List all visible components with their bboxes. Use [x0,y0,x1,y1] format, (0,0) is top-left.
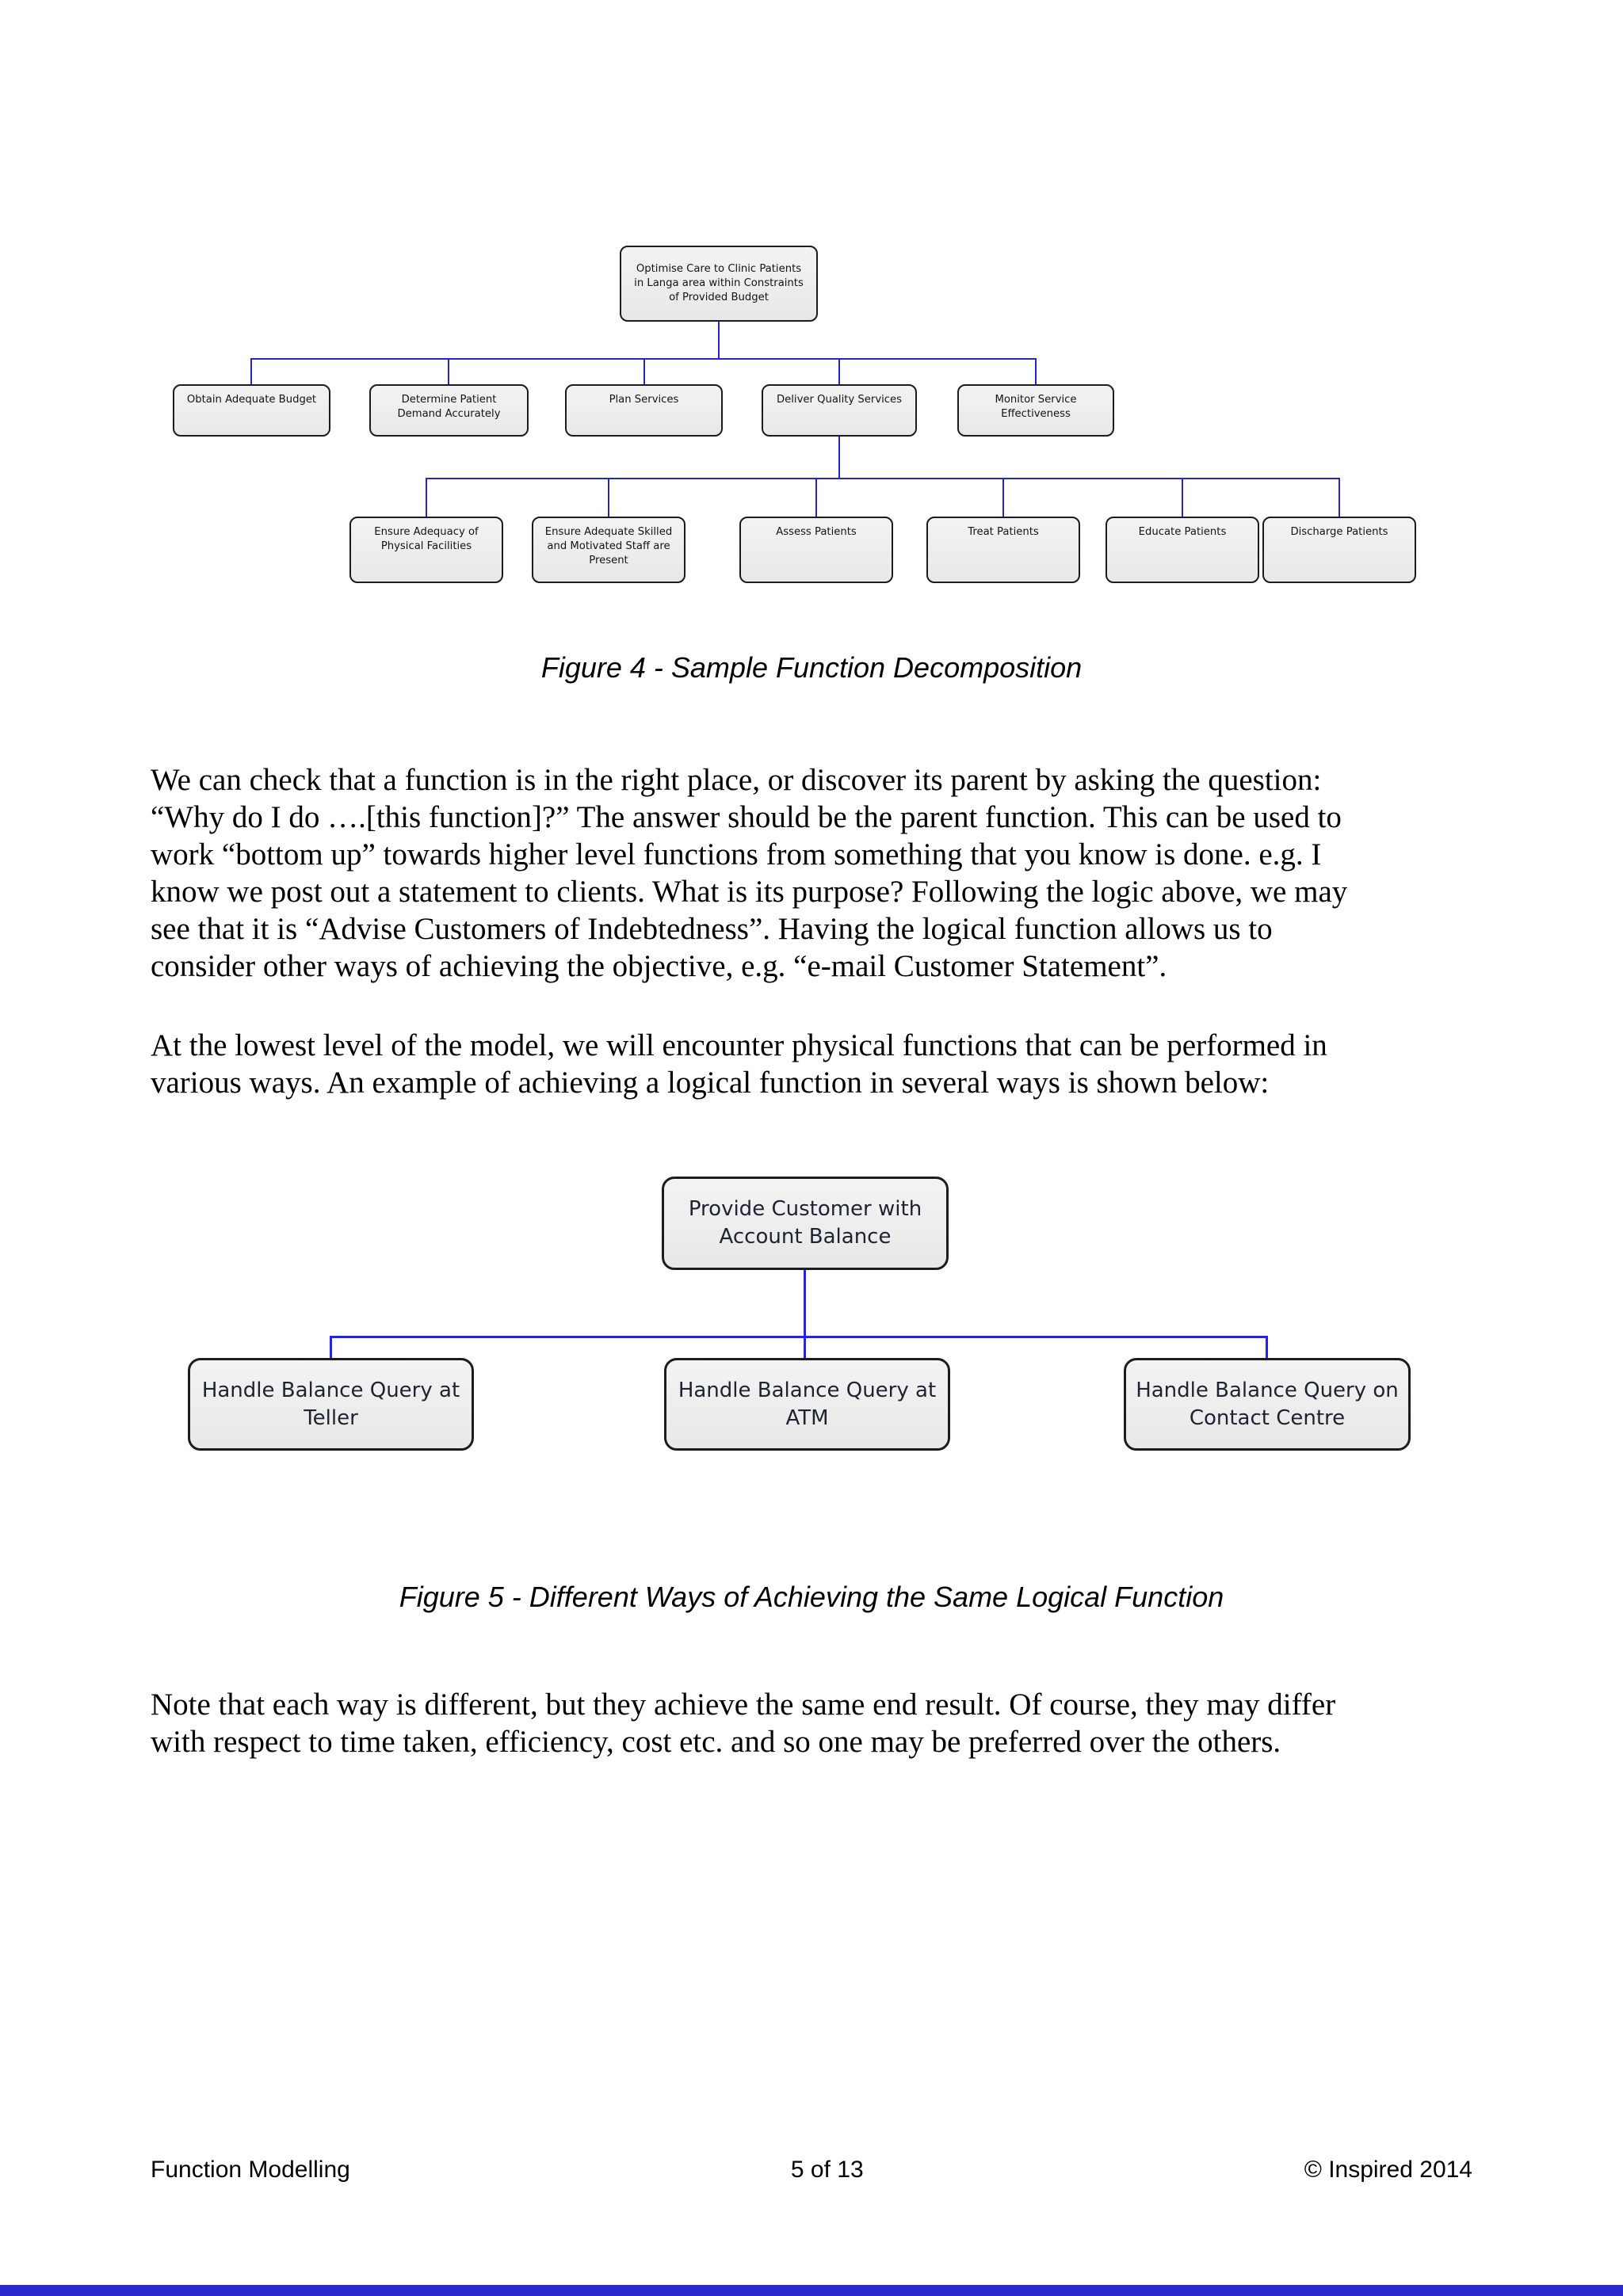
node-label: Determine Patient Demand Accurately [397,394,501,420]
connector-line [330,1336,1268,1338]
node-label: Ensure Adequate Skilled and Motivated St… [544,526,673,566]
fig5-node-root: Provide Customer with Account Balance [662,1177,949,1270]
connector-line [1266,1336,1268,1358]
footer-page-number: 5 of 13 [790,2157,864,2183]
connector-line [838,437,840,478]
node-label: Provide Customer with Account Balance [688,1197,922,1249]
text-line: see that it is “Advise Customers of Inde… [151,912,1273,946]
connector-line [1002,478,1004,517]
fig4-node-obtain-adequate-budget: Obtain Adequate Budget [173,384,330,437]
fig4-node-deliver-quality-services: Deliver Quality Services [762,384,917,437]
fig4-node-discharge-patients: Discharge Patients [1262,517,1416,583]
node-label: Obtain Adequate Budget [186,394,317,406]
figure5-caption: Figure 5 - Different Ways of Achieving t… [399,1581,1224,1613]
bottom-accent-bar [0,2285,1623,2296]
text-line: Note that each way is different, but the… [151,1688,1336,1722]
footer-document-title: Function Modelling [151,2157,350,2183]
connector-line [426,478,1340,479]
fig4-node-ensure-skilled-staff: Ensure Adequate Skilled and Motivated St… [532,517,685,583]
fig4-node-treat-patients: Treat Patients [926,517,1080,583]
figure4-caption: Figure 4 - Sample Function Decomposition [540,651,1083,684]
node-label: Handle Balance Query on Contact Centre [1136,1378,1399,1430]
fig4-node-root: Optimise Care to Clinic Patients in Lang… [620,246,818,322]
text-line: with respect to time taken, efficiency, … [151,1725,1281,1759]
node-label: Educate Patients [1138,526,1227,538]
connector-line [718,322,720,360]
text-line: “Why do I do ….[this function]?” The ans… [151,800,1342,834]
text-line: work “bottom up” towards higher level fu… [151,837,1322,871]
connector-line [250,358,252,384]
text-line: We can check that a function is in the r… [151,763,1322,797]
connector-line [643,358,645,384]
fig5-node-atm: Handle Balance Query at ATM [664,1358,950,1451]
node-label: Handle Balance Query at Teller [201,1378,460,1430]
node-label: Handle Balance Query at ATM [678,1378,937,1430]
paragraph-1: We can check that a function is in the r… [151,761,1347,985]
node-label: Deliver Quality Services [776,394,903,406]
connector-line [1338,478,1340,517]
text-line: At the lowest level of the model, we wil… [151,1028,1327,1062]
fig5-node-contact-centre: Handle Balance Query on Contact Centre [1124,1358,1411,1451]
node-label: Monitor Service Effectiveness [995,394,1077,420]
node-label: Assess Patients [776,526,857,538]
connector-line [448,358,449,384]
connector-line [426,478,427,517]
node-label: Treat Patients [968,526,1039,538]
page-footer: Function Modelling 5 of 13 © Inspired 20… [151,2157,1472,2183]
paragraph-3: Note that each way is different, but the… [151,1686,1335,1760]
footer-copyright: © Inspired 2014 [1304,2157,1472,2183]
connector-line [608,478,609,517]
connector-line [815,478,817,517]
node-label: Discharge Patients [1290,526,1388,538]
fig4-node-monitor-service-effectiveness: Monitor Service Effectiveness [957,384,1114,437]
connector-line [1182,478,1183,517]
connector-line [804,1270,806,1358]
fig4-node-plan-services: Plan Services [565,384,723,437]
paragraph-2: At the lowest level of the model, we wil… [151,1027,1327,1101]
fig4-node-educate-patients: Educate Patients [1106,517,1259,583]
text-line: know we post out a statement to clients.… [151,875,1348,909]
connector-line [1035,358,1037,384]
node-label: Plan Services [609,394,679,406]
text-line: various ways. An example of achieving a … [151,1066,1270,1100]
fig4-node-determine-patient-demand: Determine Patient Demand Accurately [369,384,529,437]
connector-line [838,358,840,384]
fig5-node-teller: Handle Balance Query at Teller [188,1358,474,1451]
fig4-node-ensure-adequacy-facilities: Ensure Adequacy of Physical Facilities [349,517,503,583]
text-line: consider other ways of achieving the obj… [151,949,1167,983]
connector-line [330,1336,332,1358]
fig4-node-assess-patients: Assess Patients [739,517,893,583]
node-label: Ensure Adequacy of Physical Facilities [374,526,479,552]
fig4-node-root-label: Optimise Care to Clinic Patients in Lang… [634,263,804,303]
